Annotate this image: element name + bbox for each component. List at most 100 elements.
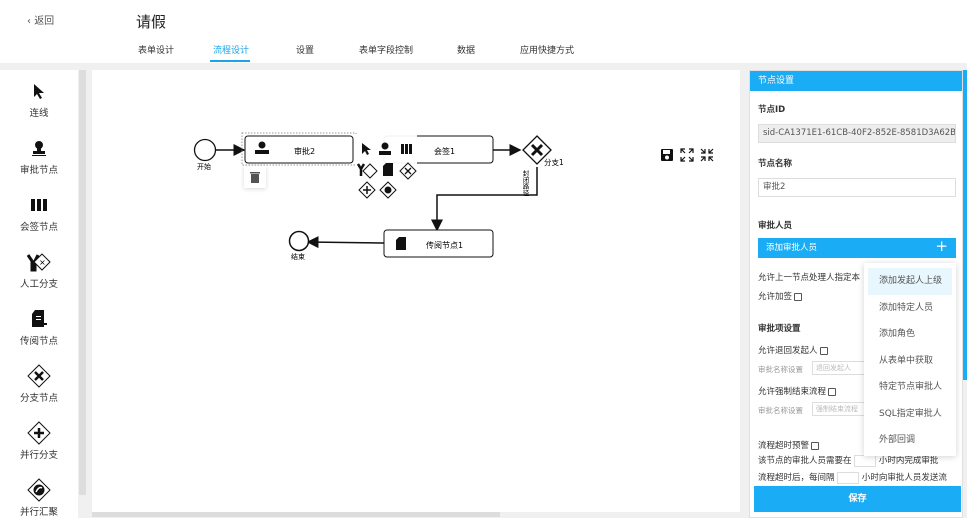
hours-send-text: 小时向审批人员发送流: [861, 473, 947, 483]
tool-parallel-join[interactable]: 并行汇聚: [0, 478, 78, 518]
tool-label: 传阅节点: [19, 336, 58, 347]
group-icon: [0, 194, 78, 216]
gateway-branch-1[interactable]: [522, 135, 552, 165]
tool-countersign[interactable]: 会签节点: [0, 194, 78, 233]
append-circulate-icon[interactable]: [383, 163, 393, 176]
allow-force-end-label: 允许强制结束流程: [758, 387, 827, 397]
allow-return-checkbox[interactable]: [819, 346, 828, 355]
toolbox-scrollbar[interactable]: [79, 70, 86, 495]
tool-label: 分支节点: [19, 393, 58, 404]
context-pad: [244, 134, 417, 200]
timeout-warning[interactable]: 流程超时预警: [758, 439, 820, 451]
tool-label: 会签节点: [19, 222, 58, 233]
append-parallel-icon[interactable]: [358, 181, 376, 199]
node-id-label: 节点ID: [758, 105, 786, 115]
allow-return[interactable]: 允许退回发起人: [758, 344, 828, 356]
tool-label: 审批节点: [19, 165, 58, 176]
dropdown-item-callback[interactable]: 外部回调: [879, 435, 916, 445]
delete-icon[interactable]: [250, 172, 260, 183]
back-button[interactable]: ‹ 返回: [27, 16, 55, 27]
start-label: 开始: [197, 162, 211, 171]
document-icon: [0, 308, 78, 330]
dropdown-item-from-form[interactable]: 从表单中获取: [879, 355, 934, 366]
fit-view-icon[interactable]: [680, 148, 694, 162]
user-stamp-icon: [0, 137, 78, 159]
tab-form-design[interactable]: 表单设计: [138, 46, 175, 56]
diagram-canvas[interactable]: 开始 结束 审批2 会签1 分支1 封闭路径 传阅节点1: [92, 70, 740, 512]
dropdown-item-specific-person[interactable]: 添加特定人员: [879, 302, 934, 313]
interval-input[interactable]: [837, 471, 860, 484]
approval-section-title: 审批项设置: [758, 324, 801, 334]
tool-label: 并行分支: [19, 450, 58, 461]
node-name-label: 节点名称: [758, 159, 793, 169]
canvas-toolbar: [660, 148, 714, 162]
task-approval-2[interactable]: 审批2: [244, 135, 354, 164]
reminder-row: 流程超时后，每间隔 小时向审批人员发送流: [758, 471, 947, 484]
allow-force-end[interactable]: 允许强制结束流程: [758, 385, 837, 397]
allow-force-end-checkbox[interactable]: [828, 387, 837, 396]
dropdown-item-sql[interactable]: SQL指定审批人: [879, 408, 942, 419]
tool-approval[interactable]: 审批节点: [0, 137, 78, 176]
tab-field-control[interactable]: 表单字段控制: [359, 46, 414, 56]
join-gateway-icon: [0, 478, 78, 502]
tool-manual-branch[interactable]: × 人工分支: [0, 251, 78, 290]
page-title: 请假: [136, 13, 167, 31]
node-id-field: sid-CA1371E1-61CB-40F2-852E-8581D3A62BF6: [758, 124, 956, 143]
after-timeout-text: 流程超时后，每间隔: [758, 473, 835, 483]
end-label: 结束: [291, 252, 305, 261]
tool-label: 人工分支: [19, 279, 58, 290]
tab-data[interactable]: 数据: [457, 46, 476, 56]
need-within-text: 该节点的审批人员需要在: [758, 456, 852, 466]
allow-add-sign[interactable]: 允许加签: [758, 290, 803, 302]
tool-label: 连线: [29, 108, 49, 119]
tool-circulate[interactable]: 传阅节点: [0, 308, 78, 347]
end-event[interactable]: [288, 230, 310, 252]
allow-add-label: 允许加签: [758, 292, 793, 302]
timeout-warning-checkbox[interactable]: [811, 441, 820, 450]
allow-return-label: 允许退回发起人: [758, 346, 818, 356]
gateway-label: 分支1: [544, 157, 564, 167]
append-manual-branch-icon[interactable]: [356, 163, 378, 179]
svg-text:×: ×: [39, 258, 46, 267]
start-event[interactable]: [193, 138, 217, 162]
dropdown-item-initiator-superior[interactable]: 添加发起人上级: [868, 268, 952, 295]
back-label: 返回: [34, 16, 55, 27]
panel-scrollbar[interactable]: [963, 70, 967, 380]
sequence-flows: [216, 144, 538, 249]
append-join-icon[interactable]: [379, 181, 397, 199]
node-name-input[interactable]: 审批2: [758, 178, 956, 197]
tool-parallel-branch[interactable]: 并行分支: [0, 421, 78, 461]
allow-add-checkbox[interactable]: [794, 292, 803, 301]
return-name-label: 审批名称设置: [758, 365, 803, 374]
tab-flow-design[interactable]: 流程设计: [213, 46, 250, 56]
tool-connect[interactable]: 连线: [0, 80, 78, 119]
append-countersign-icon[interactable]: [401, 144, 412, 154]
fullscreen-icon[interactable]: [700, 148, 714, 162]
tool-branch[interactable]: 分支节点: [0, 364, 78, 404]
tab-settings[interactable]: 设置: [296, 46, 315, 56]
append-branch-icon[interactable]: [399, 162, 417, 180]
canvas-scrollbar[interactable]: [92, 512, 500, 517]
tab-shortcuts[interactable]: 应用快捷方式: [520, 46, 575, 56]
append-approval-icon[interactable]: [379, 142, 391, 156]
connect-icon[interactable]: [362, 143, 371, 155]
add-approver-label: 添加审批人员: [766, 243, 818, 253]
task-label: 传阅节点1: [426, 240, 463, 250]
allow-prev-text: 允许上一节点处理人指定本: [758, 273, 861, 283]
task-label: 会签1: [434, 146, 455, 156]
top-bar: ‹ 返回 请假 表单设计 流程设计 设置 表单字段控制 数据 应用快捷方式: [0, 0, 967, 63]
add-approver-dropdown: 添加发起人上级 添加特定人员 添加角色 从表单中获取 特定节点审批人 SQL指定…: [864, 263, 956, 456]
dropdown-item-role[interactable]: 添加角色: [879, 329, 916, 339]
force-end-name-label: 审批名称设置: [758, 406, 803, 415]
task-label: 审批2: [294, 146, 315, 156]
active-tab-indicator: [210, 60, 250, 62]
panel-title: 节点设置: [750, 71, 962, 91]
tool-label: 并行汇聚: [19, 507, 58, 518]
dropdown-item-node-approver[interactable]: 特定节点审批人: [879, 382, 943, 392]
manual-gateway-icon: ×: [0, 251, 78, 273]
save-diagram-icon[interactable]: [660, 148, 674, 162]
hours-input[interactable]: [854, 454, 877, 467]
task-circulate-1[interactable]: 传阅节点1: [383, 229, 494, 258]
add-approver-button[interactable]: 添加审批人员+: [758, 237, 956, 258]
save-button[interactable]: 保存: [754, 486, 961, 512]
